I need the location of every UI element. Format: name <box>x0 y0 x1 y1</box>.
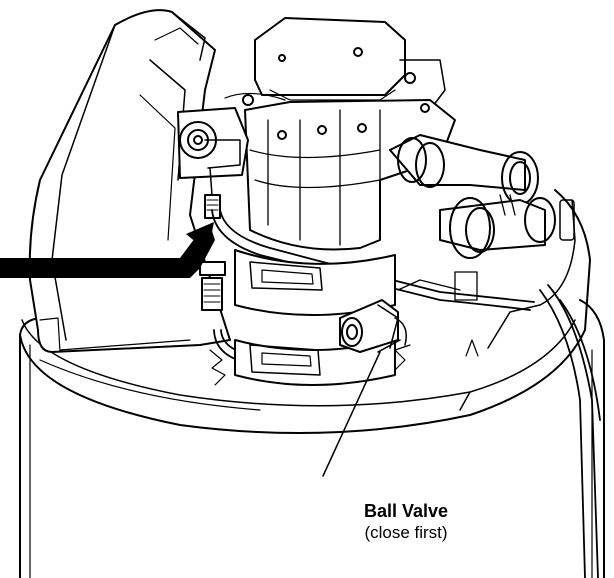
injector-bracket <box>177 107 249 219</box>
callout-title: Ball Valve <box>363 501 449 521</box>
callout-subtitle: (close first) <box>364 523 448 542</box>
ball-valve-callout: Ball Valve (close first) <box>331 500 481 543</box>
ball-valve <box>339 271 478 353</box>
tank-rim <box>19 189 591 434</box>
open-lid <box>28 9 231 353</box>
ball-valve-leader-line <box>322 351 381 477</box>
drain-fitting <box>199 261 226 311</box>
control-head-cover <box>224 17 446 111</box>
bypass-pipes <box>389 134 556 259</box>
pointer-arrow <box>0 222 215 278</box>
control-valve-body <box>242 72 456 251</box>
ball-valve-callout-line <box>377 339 401 353</box>
